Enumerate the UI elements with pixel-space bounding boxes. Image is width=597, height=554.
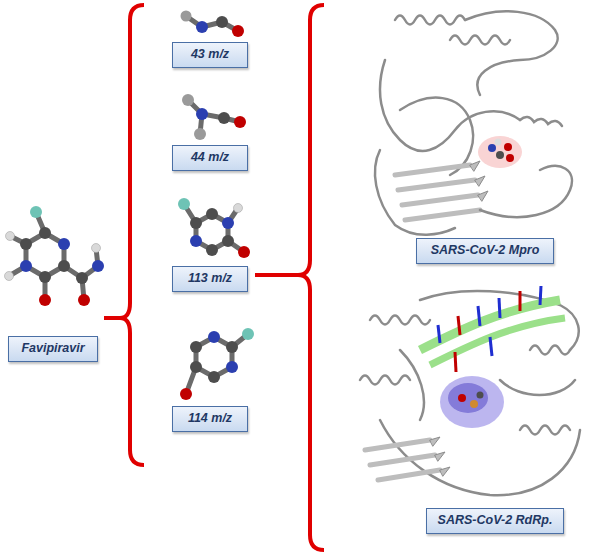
rna-strand xyxy=(420,286,565,372)
label-text: 43 m/z xyxy=(191,48,229,62)
label-text: SARS-CoV-2 Mpro xyxy=(431,244,540,258)
bound-ligand xyxy=(478,136,522,168)
label-box: SARS-CoV-2 RdRp. xyxy=(426,508,564,534)
fragment-molecule xyxy=(180,328,254,400)
protein-ribbon xyxy=(375,11,572,234)
label-box: 43 m/z xyxy=(172,42,248,68)
label-box: SARS-CoV-2 Mpro xyxy=(416,238,554,264)
favipiravir-molecule xyxy=(5,206,105,306)
fragment-molecule xyxy=(182,94,246,140)
fragment-molecule xyxy=(181,11,245,38)
label-box: 113 m/z xyxy=(172,266,248,292)
label-text: SARS-CoV-2 RdRp. xyxy=(438,514,553,528)
label-text: Favipiravir xyxy=(21,342,84,356)
label-box: 114 m/z xyxy=(172,406,248,432)
red-bracket xyxy=(104,5,324,550)
protein-ribbon xyxy=(360,291,580,495)
label-text: 114 m/z xyxy=(188,412,232,426)
label-text: 113 m/z xyxy=(188,272,232,286)
label-box: 44 m/z xyxy=(172,145,248,171)
binding-pocket xyxy=(440,376,504,428)
fragment-molecule xyxy=(178,198,250,258)
label-box: Favipiravir xyxy=(8,336,98,362)
label-text: 44 m/z xyxy=(191,151,229,165)
